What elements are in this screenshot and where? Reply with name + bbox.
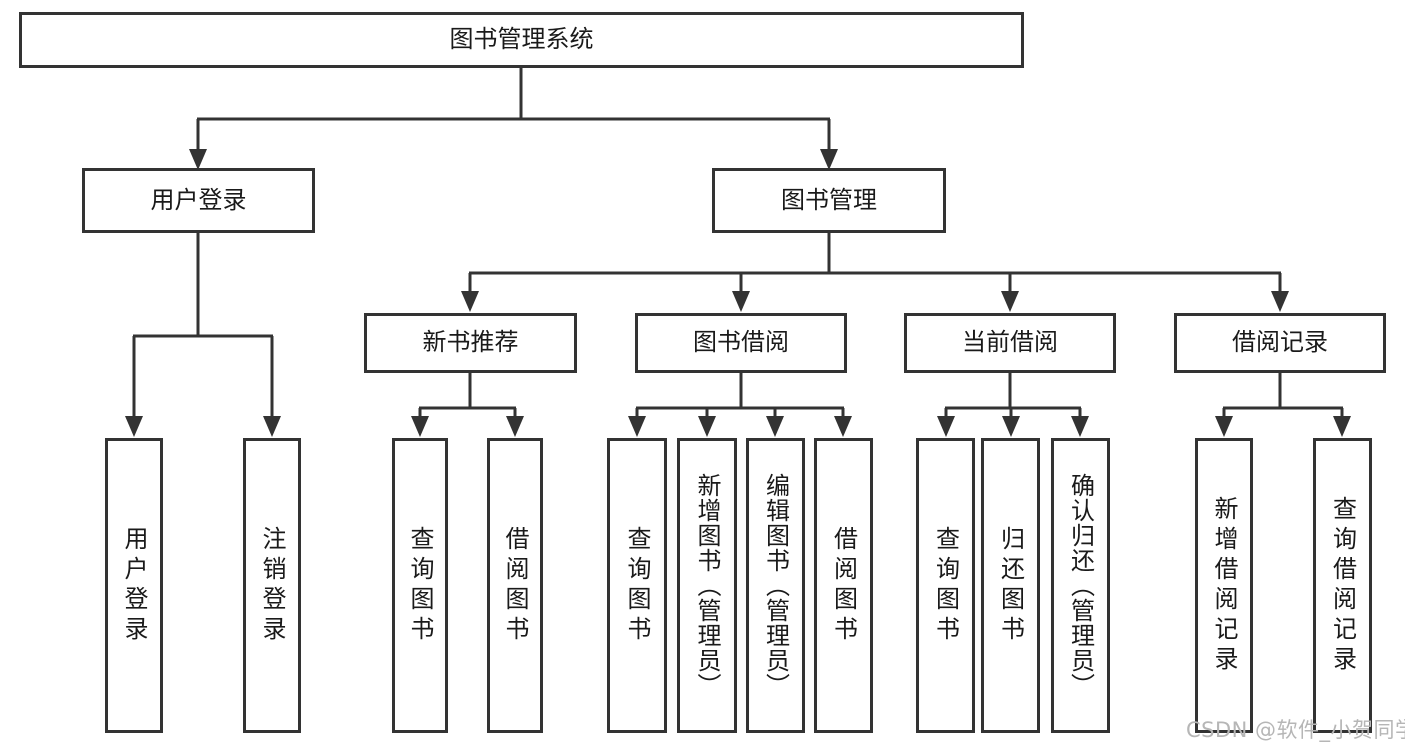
leaf-records-query-record: 查询借阅记录: [1313, 438, 1372, 733]
node-borrowing-records: 借阅记录: [1174, 313, 1386, 373]
arrowheads: [125, 149, 1351, 437]
node-book-management: 图书管理: [712, 168, 946, 233]
arrow-down-icon: [820, 149, 838, 170]
arrow-down-icon: [698, 416, 716, 437]
arrow-down-icon: [1071, 416, 1089, 437]
leaf-borrow-edit-books-admin: 编辑图书（管理员）: [746, 438, 805, 733]
arrow-down-icon: [1271, 291, 1289, 312]
arrow-down-icon: [1001, 291, 1019, 312]
arrow-down-icon: [732, 291, 750, 312]
arrow-down-icon: [411, 416, 429, 437]
node-library-management-system: 图书管理系统: [19, 12, 1024, 68]
leaf-current-confirm-return-admin: 确认归还（管理员）: [1051, 438, 1110, 733]
arrow-down-icon: [1215, 416, 1233, 437]
node-new-book-recommendation: 新书推荐: [364, 313, 577, 373]
arrow-down-icon: [189, 149, 207, 170]
leaf-borrow-add-books-admin: 新增图书（管理员）: [677, 438, 737, 733]
arrow-down-icon: [461, 291, 479, 312]
arrow-down-icon: [125, 416, 143, 437]
arrow-down-icon: [506, 416, 524, 437]
leaf-borrow-borrow-books: 借阅图书: [814, 438, 873, 733]
arrow-down-icon: [1333, 416, 1351, 437]
arrow-down-icon: [628, 416, 646, 437]
node-user-login: 用户登录: [82, 168, 315, 233]
leaf-user-login: 用户登录: [105, 438, 163, 733]
leaf-records-add-record: 新增借阅记录: [1195, 438, 1253, 733]
leaf-current-return-books: 归还图书: [981, 438, 1040, 733]
node-book-borrowing: 图书借阅: [635, 313, 847, 373]
arrow-down-icon: [1002, 416, 1020, 437]
leaf-newbook-query-books: 查询图书: [392, 438, 448, 733]
arrow-down-icon: [263, 416, 281, 437]
node-current-borrowing: 当前借阅: [904, 313, 1116, 373]
leaf-borrow-query-books: 查询图书: [607, 438, 667, 733]
leaf-logout: 注销登录: [243, 438, 301, 733]
arrow-down-icon: [937, 416, 955, 437]
tree-edges: [132, 68, 1344, 418]
arrow-down-icon: [834, 416, 852, 437]
leaf-current-query-books: 查询图书: [916, 438, 975, 733]
arrow-down-icon: [766, 416, 784, 437]
csdn-watermark: CSDN @软件_小贺同学: [1186, 718, 1405, 742]
leaf-newbook-borrow-books: 借阅图书: [487, 438, 543, 733]
